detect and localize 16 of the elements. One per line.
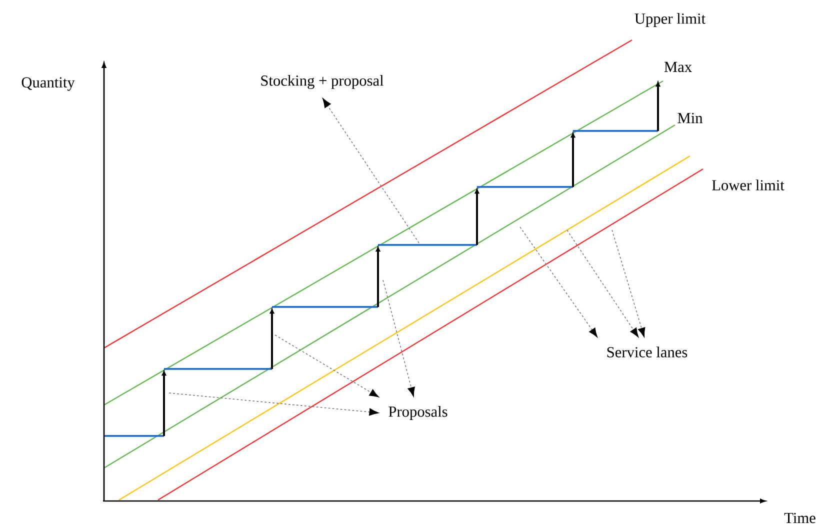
leader-line [168,392,379,416]
callout-text: Stocking + proposal [261,75,384,89]
leader-line [274,334,379,398]
line-label: Upper limit [634,13,706,27]
callout-text: Service lanes [607,346,688,358]
leader-line [520,226,598,338]
leader-line [382,280,415,397]
leader-line [612,230,646,338]
leader-line [322,98,420,244]
callout-text: Proposals [388,406,448,420]
line-label: Max [664,62,692,72]
line-label: Min [678,112,703,124]
axis-label: Quantity [22,77,75,91]
axis-label: Time [784,512,816,524]
line-label: Lower limit [712,180,784,190]
leader-line [566,230,639,338]
